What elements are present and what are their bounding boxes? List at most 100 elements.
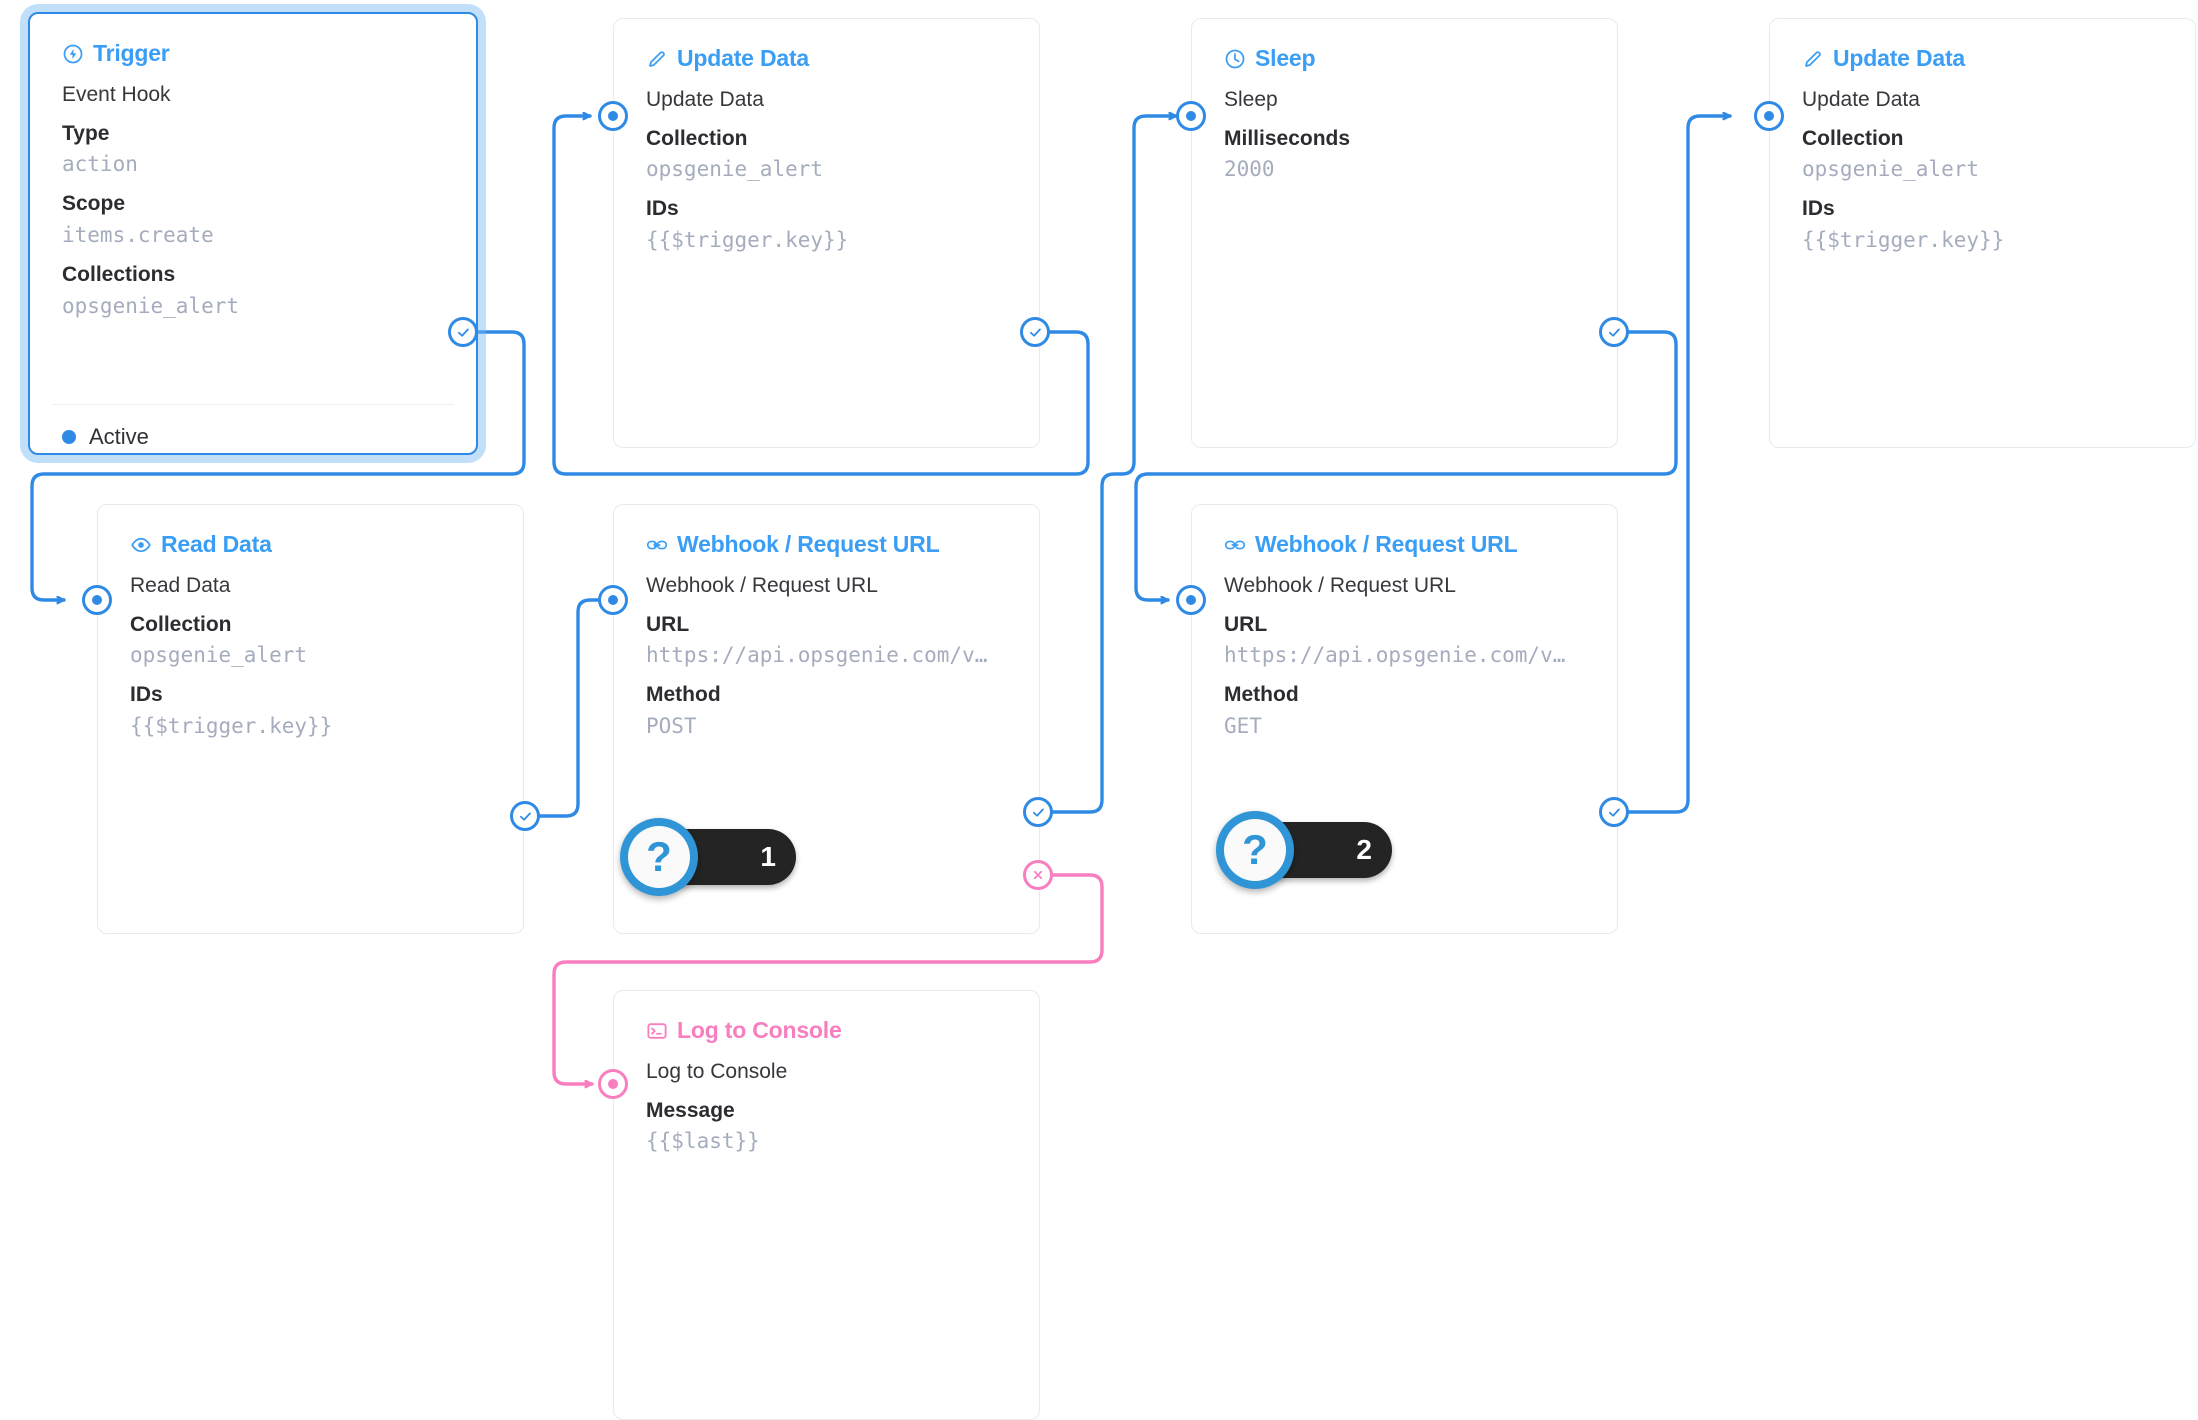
port-dot-icon: [92, 595, 102, 605]
field-key: URL: [1224, 612, 1268, 636]
sleep-input-port[interactable]: [1176, 101, 1206, 131]
terminal-icon: [647, 1022, 667, 1039]
node-operation: Update Data: [646, 88, 764, 111]
update-data-1-resolve-port[interactable]: [1020, 317, 1050, 347]
webhook-post-help-badge[interactable]: ? 1: [620, 818, 796, 896]
webhook-post-input-port[interactable]: [598, 585, 628, 615]
webhook-get-resolve-port[interactable]: [1599, 797, 1629, 827]
update-data-2-input-port[interactable]: [1754, 101, 1784, 131]
field-value: opsgenie_alert: [1802, 157, 1980, 181]
node-header-label: Update Data: [1833, 45, 1965, 71]
field-value: 2000: [1224, 157, 1275, 181]
port-dot-icon: [608, 595, 618, 605]
field-value: {{$trigger.key}}: [130, 713, 333, 738]
field-value: items.create: [62, 222, 214, 247]
check-icon: [519, 811, 531, 821]
clock-icon: [1225, 49, 1245, 68]
status-label: Active: [89, 424, 149, 449]
check-icon: [1029, 327, 1041, 337]
node-header: Webhook / Request URL: [1192, 505, 1617, 558]
field-key: IDs: [130, 683, 163, 707]
node-header: Log to Console: [614, 991, 1039, 1044]
log-to-console-input-port[interactable]: [598, 1069, 628, 1099]
pencil-icon: [1805, 50, 1821, 67]
question-mark-icon[interactable]: ?: [620, 818, 698, 896]
node-header: Update Data: [1770, 19, 2195, 72]
node-read-data[interactable]: Read Data Read Data Collection opsgenie_…: [97, 504, 524, 934]
field-key: Collection: [1802, 126, 1904, 150]
field-value: opsgenie_alert: [62, 293, 240, 318]
webhook-get-help-badge[interactable]: ? 2: [1216, 811, 1392, 889]
question-mark-icon[interactable]: ?: [1216, 811, 1294, 889]
node-log-to-console[interactable]: Log to Console Log to Console Message {{…: [613, 990, 1040, 1420]
field-value: POST: [646, 713, 697, 738]
node-header-label: Trigger: [93, 40, 170, 66]
node-update-data-2[interactable]: Update Data Update Data Collection opsge…: [1769, 18, 2196, 448]
check-icon: [1608, 327, 1620, 337]
field-key: Scope: [62, 192, 126, 216]
status-dot-icon: [62, 430, 76, 444]
node-header-label: Update Data: [677, 45, 809, 71]
check-icon: [1608, 807, 1620, 817]
node-operation: Sleep: [1224, 88, 1278, 111]
webhook-get-input-port[interactable]: [1176, 585, 1206, 615]
node-header-label: Log to Console: [677, 1017, 842, 1043]
node-trigger[interactable]: Trigger Event Hook Type action Scope ite…: [28, 12, 478, 455]
webhook-post-reject-port[interactable]: [1023, 860, 1053, 890]
field-key: Collections: [62, 263, 176, 287]
port-dot-icon: [1186, 111, 1196, 121]
node-sleep[interactable]: Sleep Sleep Milliseconds 2000: [1191, 18, 1618, 448]
node-body: Update Data Collection opsgenie_alert ID…: [1770, 72, 2195, 255]
port-dot-icon: [608, 1079, 618, 1089]
node-body: Sleep Milliseconds 2000: [1192, 72, 1617, 184]
check-icon: [1032, 807, 1044, 817]
node-webhook-post[interactable]: Webhook / Request URL Webhook / Request …: [613, 504, 1040, 934]
node-operation: Log to Console: [646, 1060, 788, 1083]
node-operation: Webhook / Request URL: [646, 574, 878, 597]
field-key: Collection: [646, 126, 748, 150]
node-header: Update Data: [614, 19, 1039, 72]
field-key: Collection: [130, 612, 232, 636]
close-icon: [1033, 870, 1043, 880]
node-operation: Webhook / Request URL: [1224, 574, 1456, 597]
field-key: IDs: [1802, 197, 1835, 221]
status-badge: Active: [62, 424, 149, 450]
webhook-post-resolve-port[interactable]: [1023, 797, 1053, 827]
node-body: Webhook / Request URL URL https://api.op…: [1192, 558, 1617, 741]
node-operation: Read Data: [130, 574, 231, 597]
field-key: URL: [646, 612, 690, 636]
field-value: {{$last}}: [646, 1129, 760, 1153]
node-body: Log to Console Message {{$last}}: [614, 1044, 1039, 1156]
pencil-icon: [649, 50, 665, 67]
node-header-label: Webhook / Request URL: [1255, 531, 1518, 557]
field-key: Type: [62, 121, 110, 145]
field-key: IDs: [646, 197, 679, 221]
node-header-label: Sleep: [1255, 45, 1316, 71]
field-key: Message: [646, 1098, 735, 1122]
port-dot-icon: [1764, 111, 1774, 121]
field-key: Method: [1224, 683, 1299, 707]
question-mark-label: ?: [646, 833, 672, 880]
node-header-label: Read Data: [161, 531, 272, 557]
node-update-data-1[interactable]: Update Data Update Data Collection opsge…: [613, 18, 1040, 448]
read-data-input-port[interactable]: [82, 585, 112, 615]
read-data-resolve-port[interactable]: [510, 801, 540, 831]
field-value: action: [62, 152, 138, 176]
node-body: Webhook / Request URL URL https://api.op…: [614, 558, 1039, 741]
field-value: {{$trigger.key}}: [646, 227, 849, 252]
node-body: Update Data Collection opsgenie_alert ID…: [614, 72, 1039, 255]
field-value: https://api.opsgenie.com/v…: [1224, 643, 1566, 667]
link-icon: [1224, 540, 1246, 549]
node-header: Sleep: [1192, 19, 1617, 72]
node-header: Trigger: [30, 14, 476, 67]
node-header-label: Webhook / Request URL: [677, 531, 940, 557]
field-value: https://api.opsgenie.com/v…: [646, 643, 988, 667]
node-header: Read Data: [98, 505, 523, 558]
sleep-resolve-port[interactable]: [1599, 317, 1629, 347]
link-icon: [646, 540, 668, 549]
field-key: Method: [646, 683, 721, 707]
trigger-resolve-port[interactable]: [448, 317, 478, 347]
update-data-1-input-port[interactable]: [598, 101, 628, 131]
divider: [52, 404, 454, 405]
